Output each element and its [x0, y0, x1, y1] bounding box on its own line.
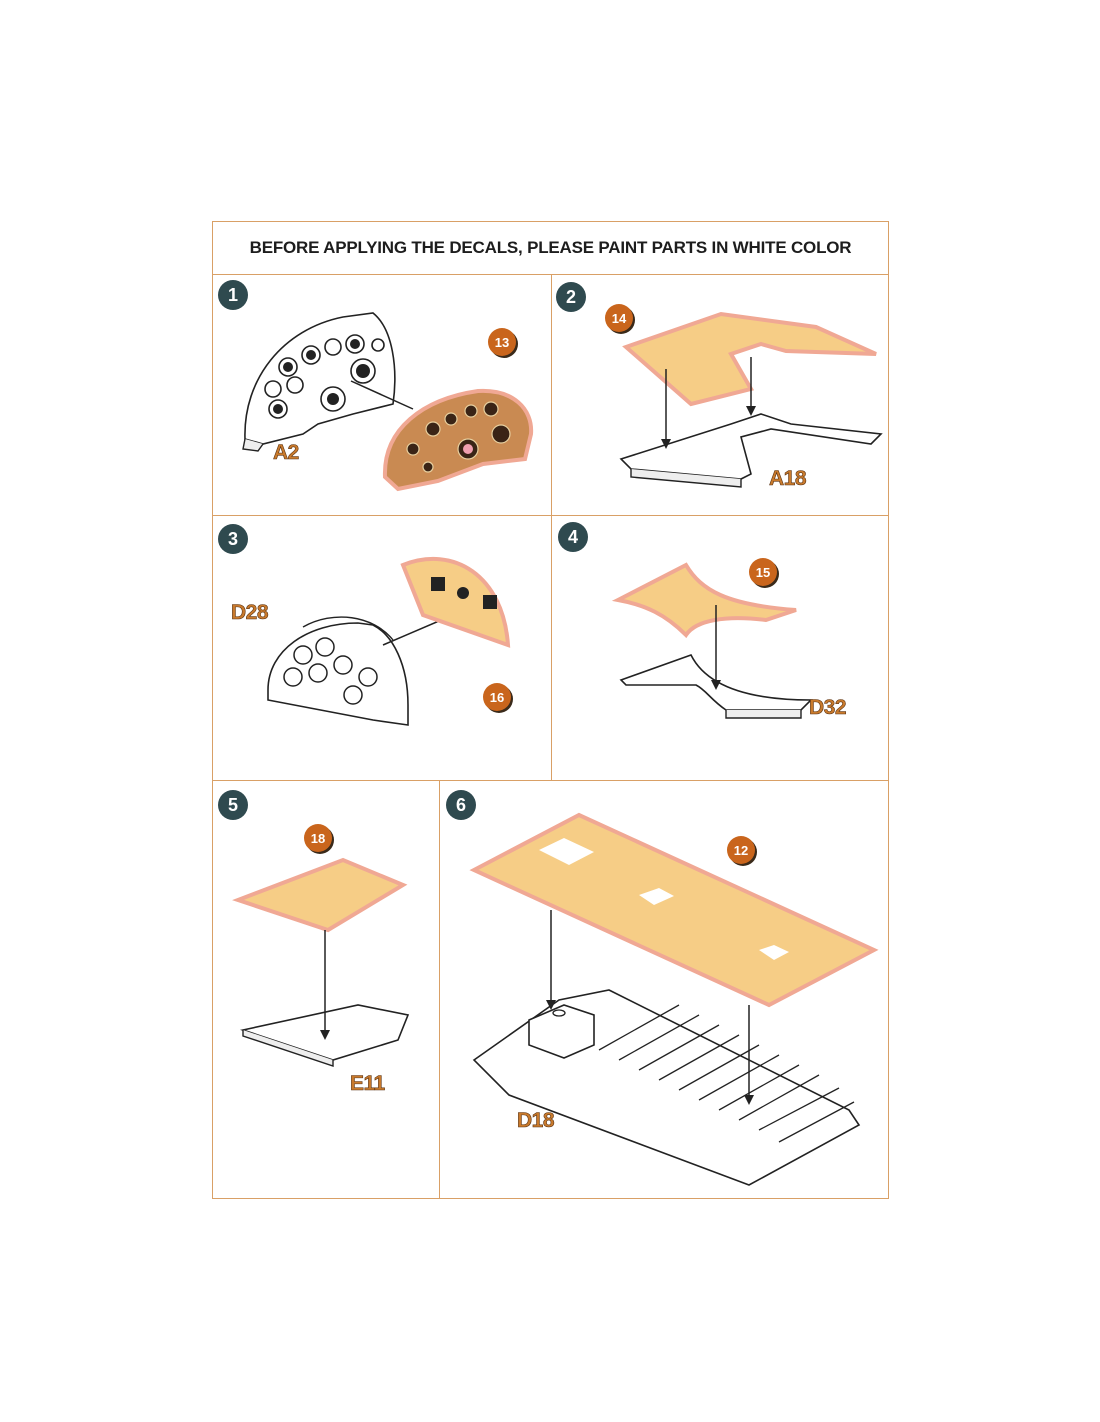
- decal-badge-12: 12: [727, 836, 755, 864]
- instrument-panel-a2-drawing: [242, 312, 534, 492]
- divider: [213, 515, 888, 516]
- sheet-header: BEFORE APPLYING THE DECALS, PLEASE PAINT…: [213, 222, 888, 275]
- bulkhead-d28-drawing: [267, 556, 511, 726]
- step-4-badge: 4: [558, 522, 588, 552]
- decal-badge-18: 18: [304, 824, 332, 852]
- step-6-badge: 6: [446, 790, 476, 820]
- decal-badge-15: 15: [749, 558, 777, 586]
- step-3-badge: 3: [218, 524, 248, 554]
- decal-badge-13: 13: [488, 328, 516, 356]
- part-label-a2: A2: [273, 441, 300, 465]
- divider: [439, 780, 440, 1198]
- step-5-panel: 5 E11 18: [213, 780, 439, 1198]
- floor-part-d32-drawing: [611, 562, 813, 719]
- part-label-d18: D18: [517, 1109, 555, 1133]
- step-1-badge: 1: [218, 280, 248, 310]
- step-1-panel: 1 A2 13: [213, 274, 551, 515]
- step-5-badge: 5: [218, 790, 248, 820]
- part-label-d28: D28: [231, 601, 269, 625]
- decal-badge-16: 16: [483, 683, 511, 711]
- decal-badge-14: 14: [605, 304, 633, 332]
- step-2-badge: 2: [556, 282, 586, 312]
- part-label-e11: E11: [350, 1072, 386, 1096]
- step-2-panel: 2 A18 14: [551, 274, 890, 515]
- cockpit-floor-d18-drawing: [469, 812, 879, 1186]
- step-6-panel: 6 D18 12: [439, 780, 890, 1198]
- part-label-d32: D32: [809, 696, 847, 720]
- divider: [213, 780, 888, 781]
- instruction-sheet: BEFORE APPLYING THE DECALS, PLEASE PAINT…: [212, 221, 889, 1199]
- part-label-a18: A18: [769, 467, 807, 491]
- step-4-panel: 4 D32 15: [551, 515, 890, 780]
- panel-e11-drawing: [232, 857, 410, 1067]
- divider: [551, 274, 552, 780]
- floor-part-a18-drawing: [619, 311, 883, 488]
- step-3-panel: 3 D28 16: [213, 515, 551, 780]
